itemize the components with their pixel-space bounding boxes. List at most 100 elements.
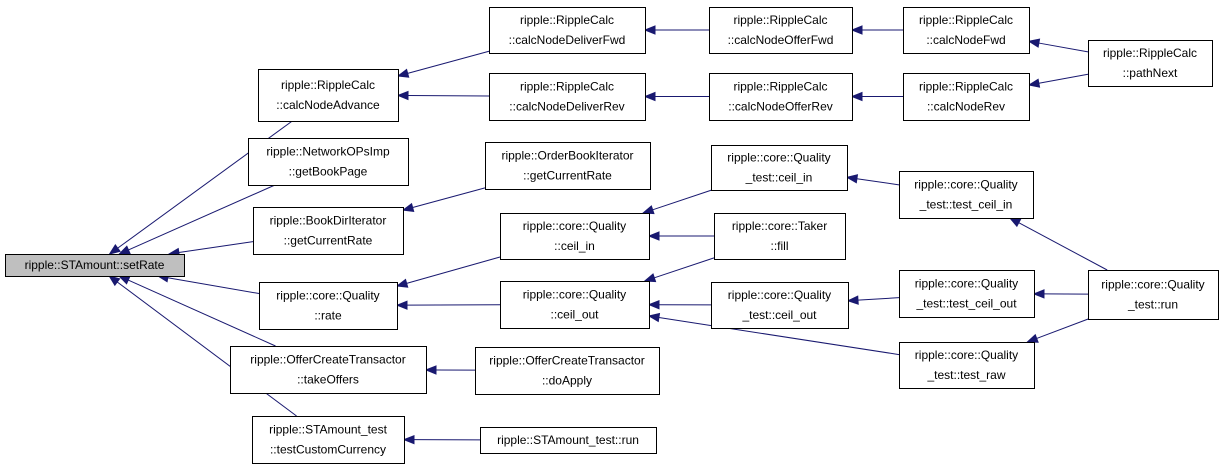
node-label: ::calcNodeFwd (926, 33, 1005, 47)
node-calcNodeAdvance[interactable]: ripple::RippleCalc::calcNodeAdvance (258, 69, 399, 122)
node-ceilOut[interactable]: ripple::core::Quality::ceil_out (500, 281, 650, 329)
node-box[interactable] (475, 347, 660, 395)
node-ceilIn[interactable]: ripple::core::Quality::ceil_in (500, 213, 650, 260)
node-nodeRev[interactable]: ripple::RippleCalc::calcNodeRev (903, 73, 1030, 121)
node-getBookPage[interactable]: ripple::NetworkOPsImp::getBookPage (248, 138, 409, 186)
node-box[interactable] (500, 213, 650, 260)
node-box[interactable] (899, 171, 1034, 219)
node-doApply[interactable]: ripple::OfferCreateTransactor::doApply (475, 347, 660, 395)
edge-arrowhead (850, 25, 863, 35)
node-box[interactable] (903, 7, 1030, 54)
edge-ceilOut-to-qualityRate (395, 300, 501, 310)
edge-line (1018, 222, 1108, 271)
node-label: ripple::core::Quality (914, 178, 1017, 192)
edge-deliverFwd-to-calcNodeAdvance (396, 50, 490, 78)
node-qtTestCeilOut[interactable]: ripple::core::Quality_test::test_ceil_ou… (899, 270, 1035, 318)
edge-doApply-to-takeOffers (424, 365, 476, 375)
edge-qtRun-to-qtTestCeilOut (1032, 289, 1089, 299)
node-label: ripple::STAmount_test (269, 423, 387, 437)
node-box[interactable] (709, 73, 853, 121)
node-box[interactable] (489, 7, 646, 54)
node-qtCeilIn[interactable]: ripple::core::Quality_test::ceil_in (711, 145, 848, 191)
node-bdiGetCurrentRate[interactable]: ripple::BookDirIterator::getCurrentRate (253, 207, 404, 255)
node-box[interactable] (5, 254, 185, 277)
edge-arrowhead (424, 365, 437, 375)
node-box[interactable] (1088, 270, 1219, 320)
node-setRate[interactable]: ripple::STAmount::setRate (5, 254, 185, 277)
node-label: ripple::STAmount_test::run (497, 433, 639, 447)
edge-line (407, 95, 490, 97)
node-label: ::rate (314, 309, 342, 323)
edge-line (167, 277, 260, 295)
node-box[interactable] (711, 145, 848, 191)
node-qtRun[interactable]: ripple::core::Quality_test::run (1088, 270, 1219, 320)
edge-line (1038, 42, 1089, 53)
node-box[interactable] (899, 270, 1035, 318)
node-box[interactable] (230, 346, 427, 394)
node-qtTestCeilIn[interactable]: ripple::core::Quality_test::test_ceil_in (899, 171, 1034, 219)
node-label: ::ceil_out (550, 308, 599, 322)
edge-line (658, 317, 900, 356)
node-box[interactable] (258, 69, 399, 122)
node-label: _test::ceil_in (745, 171, 813, 185)
node-qtTestRaw[interactable]: ripple::core::Quality_test::test_raw (899, 342, 1035, 389)
node-nodeFwd[interactable]: ripple::RippleCalc::calcNodeFwd (903, 7, 1030, 54)
node-label: _test::test_raw (926, 368, 1005, 382)
node-box[interactable] (711, 282, 849, 329)
node-label: _test::run (1127, 298, 1178, 312)
edge-arrowhead (647, 231, 660, 241)
edge-qtCeilOut-to-ceilOut (647, 299, 712, 310)
node-label: ::calcNodeRev (927, 100, 1005, 114)
node-label: ripple::OfferCreateTransactor (489, 354, 644, 368)
edge-arrowhead (402, 434, 415, 445)
edge-arrowhead (643, 273, 657, 283)
node-offerFwd[interactable]: ripple::RippleCalc::calcNodeOfferFwd (709, 7, 853, 54)
node-deliverRev[interactable]: ripple::RippleCalc::calcNodeDeliverRev (489, 73, 646, 121)
node-box[interactable] (1088, 40, 1213, 87)
node-box[interactable] (248, 138, 409, 186)
edge-arrowhead (846, 295, 859, 305)
node-box[interactable] (709, 7, 853, 54)
edge-line (654, 257, 715, 279)
node-label: ::doApply (542, 374, 592, 388)
node-box[interactable] (500, 281, 650, 329)
node-label: ripple::core::Quality (727, 151, 830, 165)
node-qualityRate[interactable]: ripple::core::Quality::rate (259, 282, 398, 330)
edge-line (652, 189, 712, 211)
node-box[interactable] (714, 213, 846, 260)
edge-qtCeilIn-to-ceilIn (641, 189, 712, 215)
node-box[interactable] (489, 73, 646, 121)
node-box[interactable] (480, 427, 657, 454)
nodes-layer: ripple::STAmount::setRate ripple::RippleC… (5, 7, 1219, 464)
node-label: ::calcNodeDeliverFwd (509, 33, 626, 47)
node-takeOffers[interactable]: ripple::OfferCreateTransactor::takeOffer… (230, 346, 427, 394)
edge-line (856, 178, 900, 186)
node-box[interactable] (903, 73, 1030, 121)
node-label: _test::test_ceil_in (919, 198, 1013, 212)
node-testCustomCurrency[interactable]: ripple::STAmount_test::testCustomCurrenc… (252, 416, 405, 464)
edge-pathNext-to-nodeRev (1027, 73, 1089, 88)
edge-arrowhead (1008, 217, 1022, 228)
node-label: ripple::core::Quality (523, 288, 626, 302)
edge-arrowhead (395, 300, 408, 310)
node-box[interactable] (252, 416, 405, 464)
node-qtCeilOut[interactable]: ripple::core::Quality_test::ceil_out (711, 282, 849, 329)
node-pathNext[interactable]: ripple::RippleCalc::pathNext (1088, 40, 1213, 87)
node-label: ripple::STAmount::setRate (25, 258, 165, 272)
node-label: ripple::core::Quality (1101, 278, 1204, 292)
node-label: ripple::RippleCalc (281, 78, 375, 92)
node-offerRev[interactable]: ripple::RippleCalc::calcNodeOfferRev (709, 73, 853, 121)
edge-takerFill-to-ceilOut (643, 257, 715, 283)
edge-deliverRev-to-calcNodeAdvance (396, 90, 490, 101)
node-label: ripple::RippleCalc (1103, 46, 1197, 60)
node-box[interactable] (259, 282, 398, 330)
node-box[interactable] (485, 142, 651, 190)
node-obiGetCurrentRate[interactable]: ripple::OrderBookIterator::getCurrentRat… (485, 142, 651, 190)
node-deliverFwd[interactable]: ripple::RippleCalc::calcNodeDeliverFwd (489, 7, 646, 54)
node-box[interactable] (899, 342, 1035, 389)
node-takerFill[interactable]: ripple::core::Taker::fill (714, 213, 846, 260)
node-box[interactable] (253, 207, 404, 255)
node-stamountTestRun[interactable]: ripple::STAmount_test::run (480, 427, 657, 454)
edge-arrowhead (117, 275, 131, 285)
